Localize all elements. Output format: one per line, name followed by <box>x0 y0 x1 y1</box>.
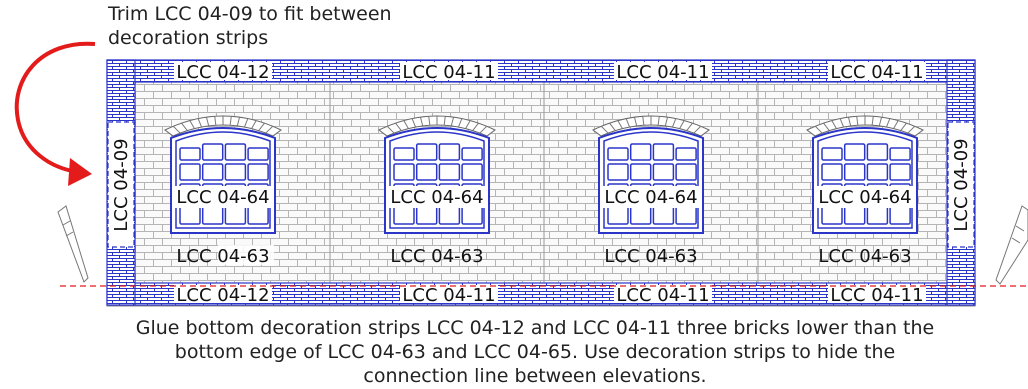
window-pane <box>652 143 675 161</box>
window-pane <box>201 143 224 161</box>
top-strip-label: LCC 04-11 <box>402 62 495 83</box>
window-label: LCC 04-64 <box>604 187 697 208</box>
bottom-strip-label: LCC 04-11 <box>616 285 709 306</box>
windows-group: LCC 04-64 LCC 04-64 LCC 04-64 LCC 04-64 <box>164 115 924 234</box>
glue-instruction: Glue bottom decoration strips LCC 04-12 … <box>135 317 935 387</box>
window-pane <box>866 163 889 181</box>
left-pillar-label: LCC 04-09 <box>111 138 132 231</box>
window-pane <box>843 163 866 181</box>
window-pane <box>889 163 911 181</box>
window-pane <box>675 163 697 181</box>
window-pane <box>415 163 438 181</box>
wall-panel-label: LCC 04-63 <box>176 246 269 267</box>
window-pane <box>247 163 269 181</box>
labels-group: LCC 04-12 LCC 04-11 LCC 04-11 LCC 04-11 … <box>111 62 972 306</box>
trim-instruction: Trim LCC 04-09 to fit between decoration… <box>108 3 392 49</box>
window-label: LCC 04-64 <box>818 187 911 208</box>
right-side-pillar <box>947 121 975 248</box>
window-pane <box>438 163 461 181</box>
window-pane <box>224 163 247 181</box>
bottom-strip-label: LCC 04-11 <box>830 285 923 306</box>
bottom-strip-label: LCC 04-11 <box>402 285 495 306</box>
hobby-knife-icon <box>57 205 89 283</box>
bottom-strip-label: LCC 04-12 <box>176 285 269 306</box>
left-side-pillar <box>107 121 135 248</box>
top-strip-label: LCC 04-11 <box>830 62 923 83</box>
window-pane <box>607 163 629 181</box>
window-pane <box>393 163 415 181</box>
window-pane <box>461 163 483 181</box>
window: LCC 04-64 <box>378 115 496 234</box>
window-pane <box>629 143 652 161</box>
window-pane <box>461 147 483 161</box>
window-pane <box>866 143 889 161</box>
window: LCC 04-64 <box>164 115 282 234</box>
window-pane <box>179 163 201 181</box>
window-pane <box>652 163 675 181</box>
wall-panel-label: LCC 04-63 <box>818 246 911 267</box>
window-label: LCC 04-64 <box>390 187 483 208</box>
top-strip-label: LCC 04-12 <box>176 62 269 83</box>
window: LCC 04-64 <box>592 115 710 234</box>
window-pane <box>889 147 911 161</box>
wall-panel-label: LCC 04-63 <box>390 246 483 267</box>
window-pane <box>843 143 866 161</box>
top-strip-label: LCC 04-11 <box>616 62 709 83</box>
window-pane <box>393 147 415 161</box>
window-pane <box>675 147 697 161</box>
window-pane <box>607 147 629 161</box>
window-pane <box>629 163 652 181</box>
window-pane <box>821 163 843 181</box>
curved-arrow-icon <box>14 41 96 186</box>
window-pane <box>247 147 269 161</box>
window-pane <box>224 143 247 161</box>
window-pane <box>179 147 201 161</box>
hobby-knife-icon <box>995 205 1028 285</box>
right-pillar-label: LCC 04-09 <box>951 138 972 231</box>
window-pane <box>415 143 438 161</box>
window-pane <box>201 163 224 181</box>
window-pane <box>438 143 461 161</box>
window: LCC 04-64 <box>806 115 924 234</box>
window-pane <box>821 147 843 161</box>
wall-panel-label: LCC 04-63 <box>604 246 697 267</box>
window-label: LCC 04-64 <box>176 187 269 208</box>
